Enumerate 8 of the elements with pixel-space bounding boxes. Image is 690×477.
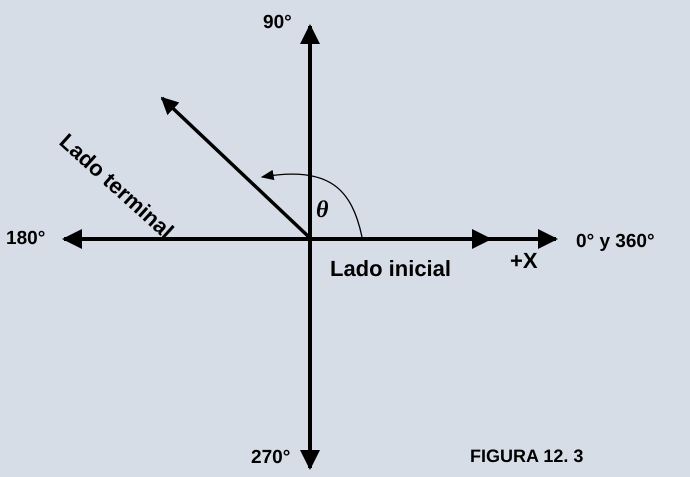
angle-symbol: θ [316, 198, 328, 222]
axis-name: +X [510, 250, 538, 272]
axis-label: 90° [263, 13, 292, 32]
axis-label: 270° [251, 448, 290, 467]
figure-caption: FIGURA 12. 3 [470, 447, 584, 465]
axis-label: 0° y 360° [576, 232, 655, 251]
side-label: Lado inicial [330, 258, 452, 280]
axis-label: 180° [6, 229, 46, 248]
